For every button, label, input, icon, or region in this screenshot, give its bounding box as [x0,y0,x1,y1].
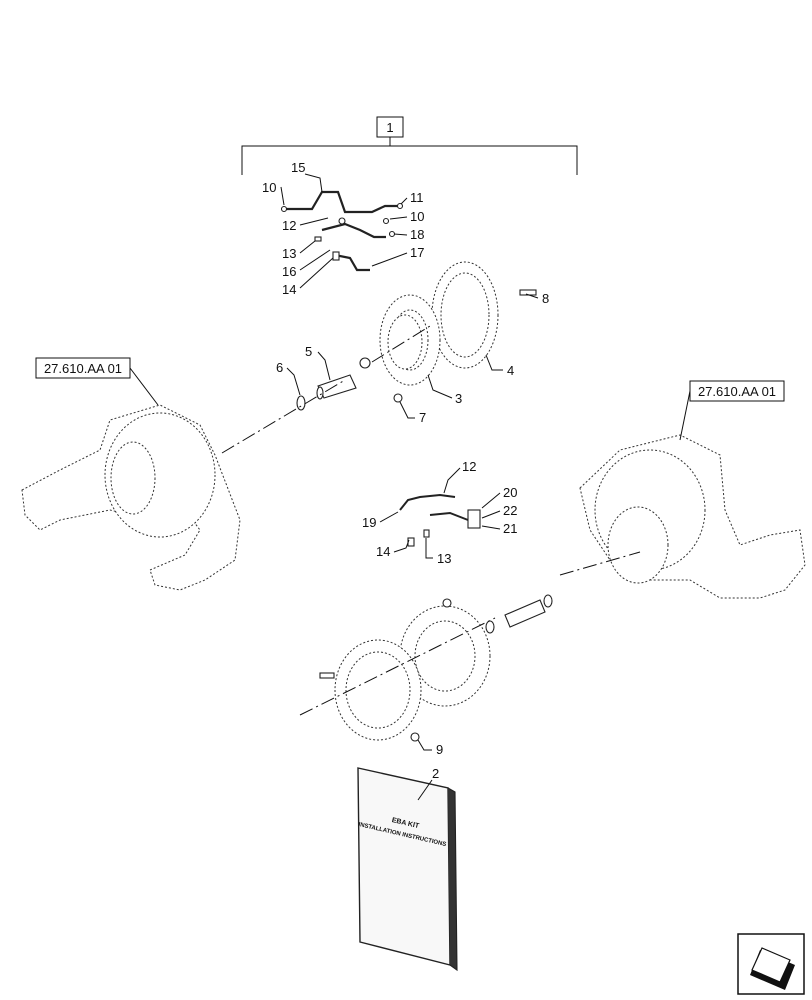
callout-10a[interactable]: 10 [262,180,276,195]
callout-12a[interactable]: 12 [282,218,296,233]
callout-5[interactable]: 5 [305,344,312,359]
reference-right[interactable]: 27.610.AA 01 [679,380,785,441]
arrow-down-left-icon[interactable] [737,933,805,995]
reference-left[interactable]: 27.610.AA 01 [35,357,159,406]
callout-9[interactable]: 9 [436,742,443,757]
callout-12b[interactable]: 12 [462,459,476,474]
callouts: 2 3 4 5 6 7 8 9 10 10 11 12 12 13 13 14 [262,160,549,801]
callout-16[interactable]: 16 [282,264,296,279]
instruction-manual: EBA KIT INSTALLATION INSTRUCTIONS [357,767,458,972]
callout-11[interactable]: 11 [410,190,424,205]
callout-8[interactable]: 8 [542,291,549,306]
callout-4[interactable]: 4 [507,363,514,378]
callout-6[interactable]: 6 [276,360,283,375]
right-axle-housing [579,434,806,599]
callout-13b[interactable]: 13 [437,551,451,566]
upper-tube-assembly [280,190,404,272]
callout-19[interactable]: 19 [362,515,376,530]
callout-14b[interactable]: 14 [376,544,390,559]
callout-13a[interactable]: 13 [282,246,296,261]
lower-brake-assembly [319,594,553,742]
callout-18[interactable]: 18 [410,227,424,242]
callout-2[interactable]: 2 [432,766,439,781]
upper-brake-assembly [296,261,537,411]
callout-3[interactable]: 3 [455,391,462,406]
kit-bracket: 1 [241,116,578,175]
lower-tube-assembly [399,493,481,547]
left-axle-housing [21,404,241,591]
reference-right-label: 27.610.AA 01 [698,384,776,399]
callout-22[interactable]: 22 [503,503,517,518]
callout-14a[interactable]: 14 [282,282,296,297]
reference-left-label: 27.610.AA 01 [44,361,122,376]
callout-15[interactable]: 15 [291,160,305,175]
callout-20[interactable]: 20 [503,485,517,500]
callout-21[interactable]: 21 [503,521,517,536]
callout-17[interactable]: 17 [410,245,424,260]
kit-label[interactable]: 1 [386,120,393,135]
callout-7[interactable]: 7 [419,410,426,425]
callout-10b[interactable]: 10 [410,209,424,224]
